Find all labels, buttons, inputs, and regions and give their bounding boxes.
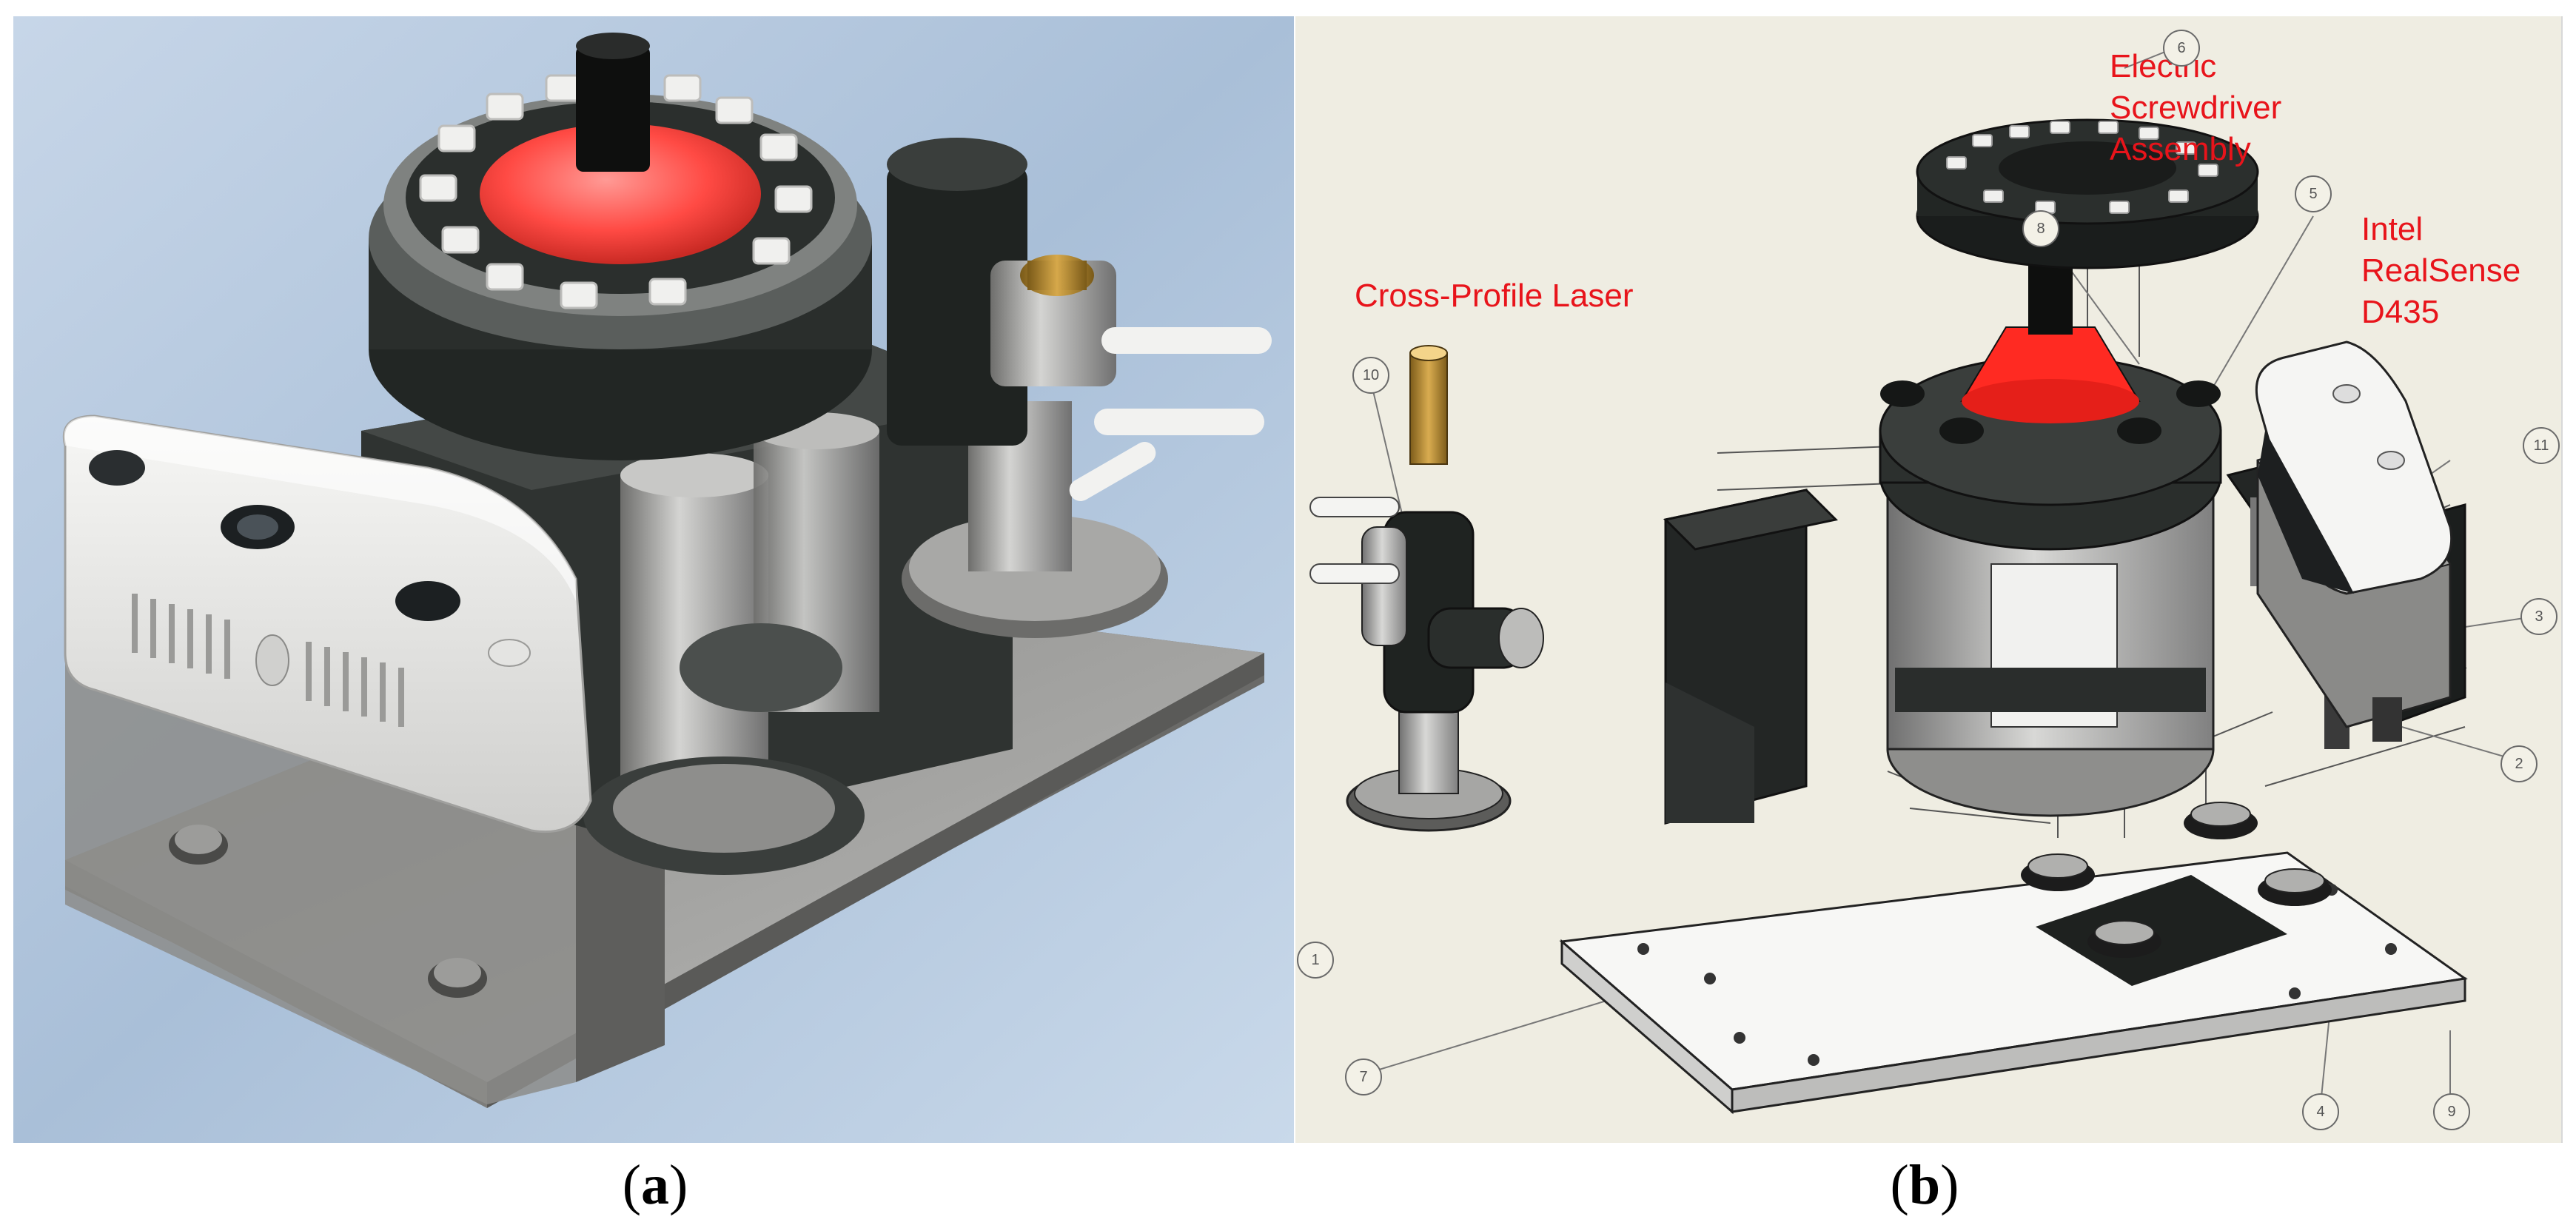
panel-a-render xyxy=(13,16,1294,1143)
callout-4: 4 xyxy=(2302,1093,2339,1130)
assembly-render xyxy=(13,16,1294,1143)
exploded-drawing xyxy=(1295,16,2561,1143)
caption-b-close: ) xyxy=(1940,1154,1959,1216)
panel-b-exploded-view: Electric Screwdriver Assembly Intel Real… xyxy=(1295,16,2563,1143)
cross-profile-laser xyxy=(1309,345,1544,832)
label-intel-realsense-d435: Intel RealSense D435 xyxy=(2361,211,2521,330)
callout-8: 8 xyxy=(2022,210,2059,247)
callout-10: 10 xyxy=(1352,357,1389,394)
caption-b-open: ( xyxy=(1890,1154,1909,1216)
drawing-realsense-camera xyxy=(2255,340,2453,742)
caption-b-letter: b xyxy=(1908,1154,1941,1216)
screwdriver-assembly xyxy=(369,33,872,460)
label-cross-profile-laser: Cross-Profile Laser xyxy=(1355,278,1634,314)
caption-b: (b) xyxy=(1814,1151,2036,1219)
callout-2: 2 xyxy=(2500,745,2538,782)
left-clamp-bracket xyxy=(1663,489,1839,825)
drawing-base-plate xyxy=(1559,851,2468,1115)
caption-a-open: ( xyxy=(622,1154,641,1216)
caption-a-letter: a xyxy=(641,1154,669,1216)
callout-9: 9 xyxy=(2433,1093,2470,1130)
standoffs xyxy=(2021,802,2332,958)
laser-mount xyxy=(887,138,1272,638)
caption-a-close: ) xyxy=(669,1154,688,1216)
callout-11: 11 xyxy=(2523,427,2560,464)
top-ring xyxy=(1916,118,2259,269)
callout-3: 3 xyxy=(2520,598,2557,635)
main-housing xyxy=(1879,261,2222,817)
realsense-camera xyxy=(63,415,592,833)
caption-a: (a) xyxy=(544,1151,766,1219)
callout-6: 6 xyxy=(2163,30,2200,67)
callout-1: 1 xyxy=(1297,942,1334,979)
callout-5: 5 xyxy=(2295,175,2332,212)
callout-7: 7 xyxy=(1345,1058,1382,1096)
label-electric-screwdriver-assembly: Electric Screwdriver Assembly xyxy=(2110,48,2282,167)
